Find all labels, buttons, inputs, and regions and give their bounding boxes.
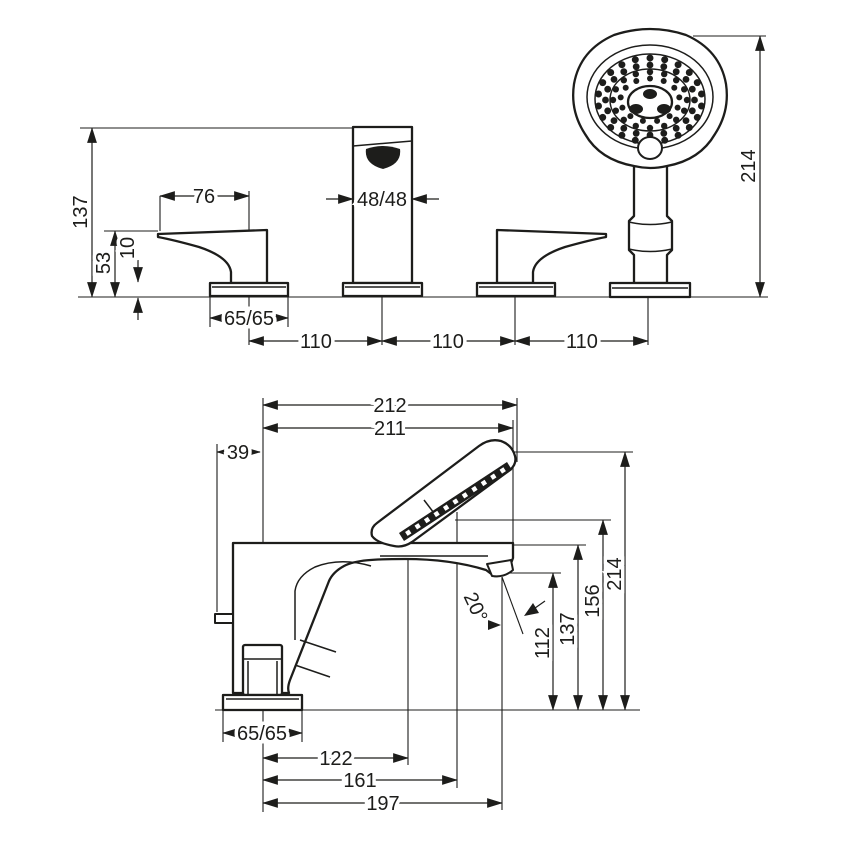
- dim-label: 20°: [459, 589, 492, 626]
- dim-side-depth-to-aerator: 197: [262, 790, 503, 819]
- handle-button: [637, 136, 663, 160]
- escutcheon-side: [221, 693, 304, 712]
- dim-label: 137: [557, 612, 579, 645]
- handshower-front: [572, 27, 728, 299]
- dim-label: 10: [117, 237, 139, 259]
- aerator-side: [486, 559, 514, 578]
- dim-label: 214: [738, 149, 760, 182]
- dim-side-rear-clearance: 39: [216, 439, 261, 468]
- dim-front-pitch: 110 110 110: [248, 328, 649, 357]
- dim-side-handshower-height: 214: [601, 451, 630, 711]
- dim-front-handle-height: 53: [90, 230, 120, 298]
- spout-mouth: [365, 146, 401, 169]
- dim-side-depth-to-spray-face: 161: [262, 767, 458, 796]
- dim-label: 39: [227, 442, 249, 464]
- dim-side-aerator-height: 112: [529, 572, 558, 711]
- dim-front-handshower-height: 214: [735, 35, 765, 298]
- handshower-side: [370, 439, 517, 548]
- dim-front-spout-section: 48/48: [326, 186, 439, 215]
- dim-label: 65/65: [237, 723, 287, 745]
- dim-front-total-height: 137: [67, 127, 97, 298]
- dim-label: 122: [319, 748, 352, 770]
- side-view: 20° 212 211 39 112 137 156 214: [214, 392, 640, 819]
- dim-label: 212: [373, 395, 406, 417]
- dim-label: 161: [343, 770, 376, 792]
- dim-side-deck-height: 137: [554, 544, 583, 711]
- dim-side-spray-face-height: 156: [579, 519, 608, 711]
- dim-label: 110: [566, 331, 598, 353]
- spout-front: [341, 125, 424, 298]
- dim-front-escutcheon: 65/65: [209, 297, 289, 334]
- dim-label: 110: [300, 331, 332, 353]
- spray-band-squares: [405, 467, 506, 536]
- dim-front-escutcheon-height: 10: [114, 233, 143, 320]
- dim-label: 65/65: [224, 308, 274, 330]
- dim-label: 156: [582, 584, 604, 617]
- rear-tab: [214, 613, 234, 624]
- valve-cylinder-side: [241, 643, 284, 697]
- dim-front-handle-length: 76: [159, 183, 250, 231]
- dim-label: 197: [366, 793, 399, 815]
- dim-side-escutcheon: 65/65: [222, 710, 303, 749]
- handshower-handle: [627, 158, 674, 285]
- flow-arrowhead: [524, 603, 539, 616]
- dim-side-body-depth: 211: [262, 415, 514, 444]
- dim-label: 214: [604, 557, 626, 590]
- right-handle-front: [475, 228, 608, 298]
- dim-label: 112: [532, 627, 554, 659]
- faucet-body-side: [214, 541, 515, 712]
- dim-label: 137: [70, 195, 92, 228]
- front-view: 137 53 10 76 48/48 65/65: [67, 27, 768, 357]
- dim-side-overall-depth: 212: [262, 392, 518, 421]
- dim-label: 211: [374, 418, 406, 440]
- angle-arrowhead: [488, 620, 501, 630]
- dim-label: 110: [432, 331, 464, 353]
- dim-side-depth-to-holder: 122: [262, 745, 409, 774]
- dim-label: 48/48: [357, 189, 407, 211]
- left-handle-front: [156, 228, 290, 298]
- dim-label: 76: [193, 186, 215, 208]
- dim-label: 53: [93, 252, 115, 274]
